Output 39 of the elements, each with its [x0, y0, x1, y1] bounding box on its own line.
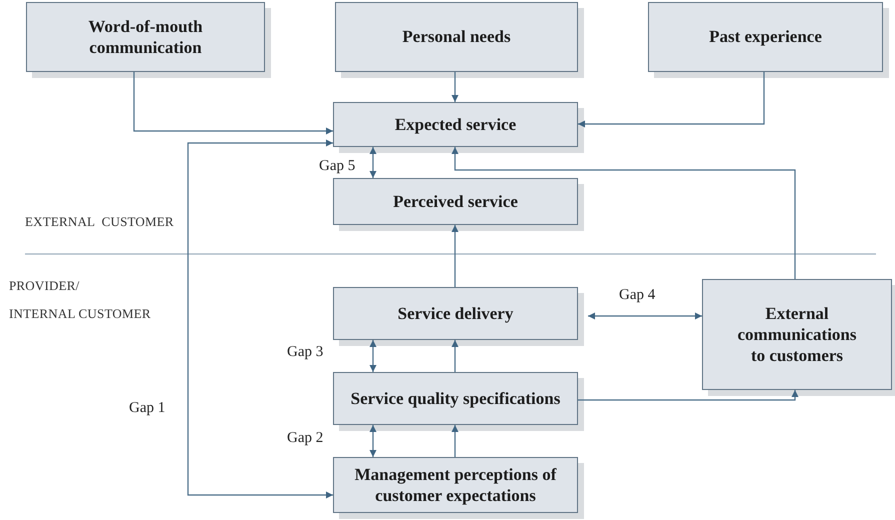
box-label: Service quality specifications — [350, 388, 562, 410]
edge-label: Gap 4 — [618, 287, 656, 304]
arrow — [578, 390, 798, 401]
arrow — [452, 225, 458, 287]
arrow — [133, 72, 333, 134]
edge-label: Gap 5 — [318, 158, 356, 175]
box-label: Word-of-mouth communication — [87, 16, 204, 58]
process-box — [26, 2, 265, 72]
section-label: PROVIDER/ — [9, 278, 80, 294]
arrow — [370, 340, 376, 372]
section-label: EXTERNAL CUSTOMER — [25, 214, 174, 230]
box-label: Expected service — [394, 114, 518, 136]
process-box — [333, 372, 578, 425]
box-label: Service delivery — [396, 302, 514, 324]
box-label: Perceived service — [392, 190, 519, 212]
arrow — [588, 312, 702, 320]
edge-label: Gap 3 — [286, 344, 324, 361]
arrow — [578, 72, 765, 128]
arrow — [452, 340, 458, 372]
arrow — [452, 147, 796, 279]
arrow — [187, 140, 333, 498]
process-box — [648, 2, 883, 72]
box-label: Personal needs — [401, 26, 512, 48]
edge-label: Gap 1 — [128, 400, 166, 417]
arrow — [370, 425, 376, 457]
process-box — [333, 457, 578, 513]
process-box — [333, 102, 578, 147]
process-box — [702, 279, 892, 390]
arrow — [452, 425, 458, 457]
box-label: External communications to customers — [736, 302, 858, 366]
process-box — [333, 178, 578, 225]
arrow — [370, 147, 376, 178]
process-box — [335, 2, 578, 72]
box-label: Past experience — [708, 26, 823, 48]
edge-label: Gap 2 — [286, 430, 324, 447]
box-label: Management perceptions of customer expectations — [354, 464, 558, 506]
arrow — [452, 72, 458, 102]
process-box — [333, 287, 578, 340]
section-label: INTERNAL CUSTOMER — [9, 306, 151, 322]
